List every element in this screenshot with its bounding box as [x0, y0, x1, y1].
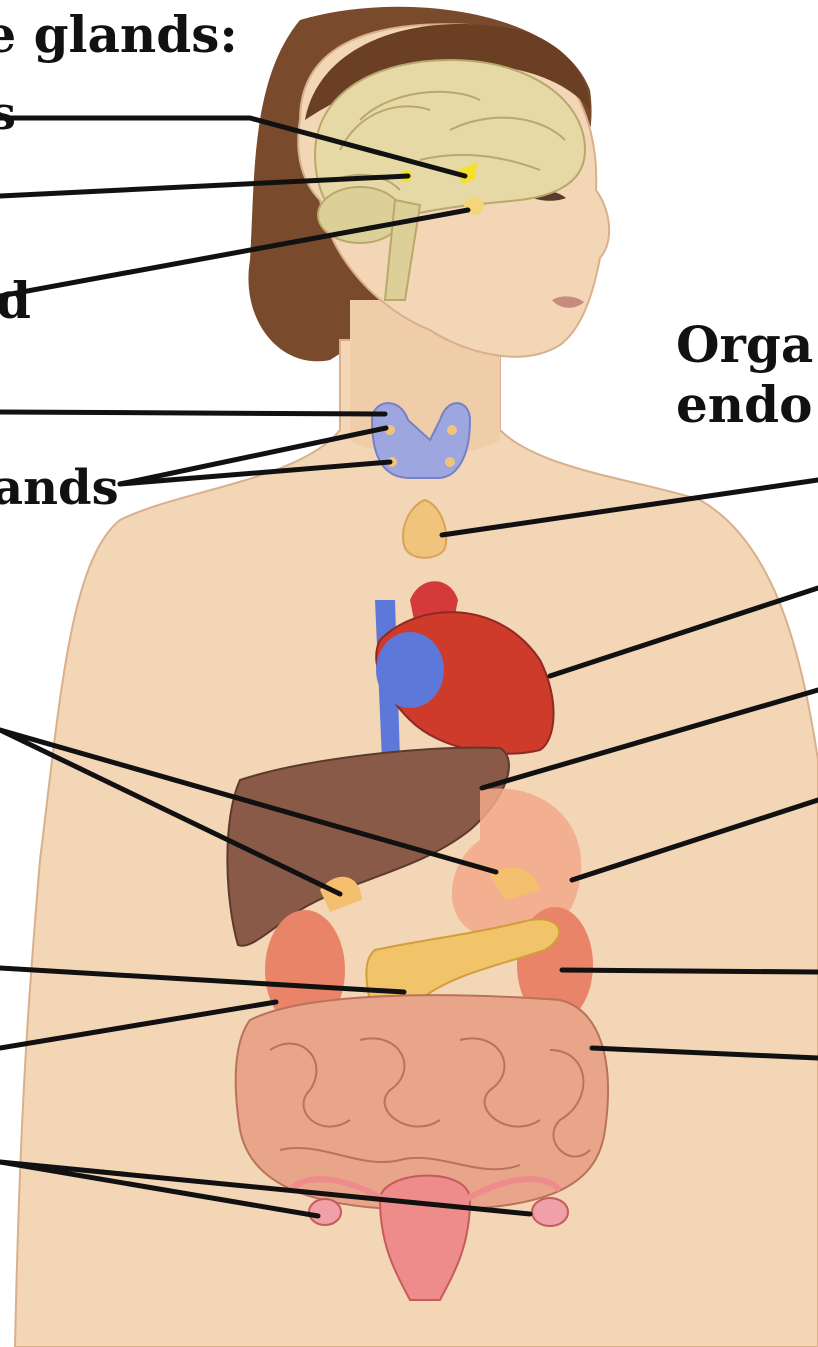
- leader-line-kidney: [562, 970, 818, 972]
- ovary: [532, 1198, 568, 1226]
- organs-heading-line2: endo: [676, 380, 812, 430]
- right-atrium: [376, 632, 444, 708]
- leader-line-thyroid: [0, 412, 385, 414]
- pituitary-label-fragment: d: [0, 276, 31, 326]
- ovary: [309, 1199, 341, 1225]
- parathyroid-gland: [445, 457, 455, 467]
- parathyroid-gland: [447, 425, 457, 435]
- parathyroid-label-fragment: ands: [0, 464, 119, 512]
- hypothalamus-label-fragment: s: [0, 90, 16, 136]
- organs-heading-line1: Orga: [676, 320, 813, 370]
- heading-label: ne glands:: [0, 10, 238, 60]
